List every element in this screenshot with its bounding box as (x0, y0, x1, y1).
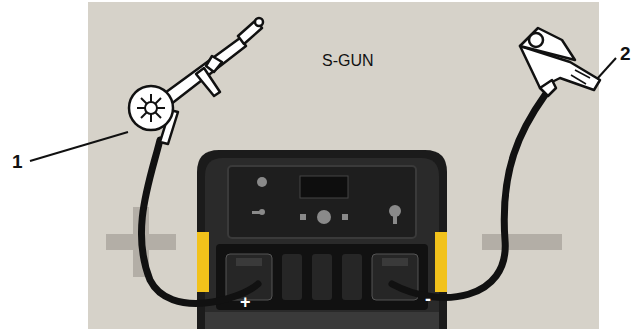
gun-type-label: S-GUN (322, 53, 374, 69)
callout-number: 2 (620, 44, 631, 63)
polarity-sign: - (425, 290, 431, 308)
polarity-sign: + (240, 293, 251, 311)
callout-number: 1 (12, 152, 23, 171)
